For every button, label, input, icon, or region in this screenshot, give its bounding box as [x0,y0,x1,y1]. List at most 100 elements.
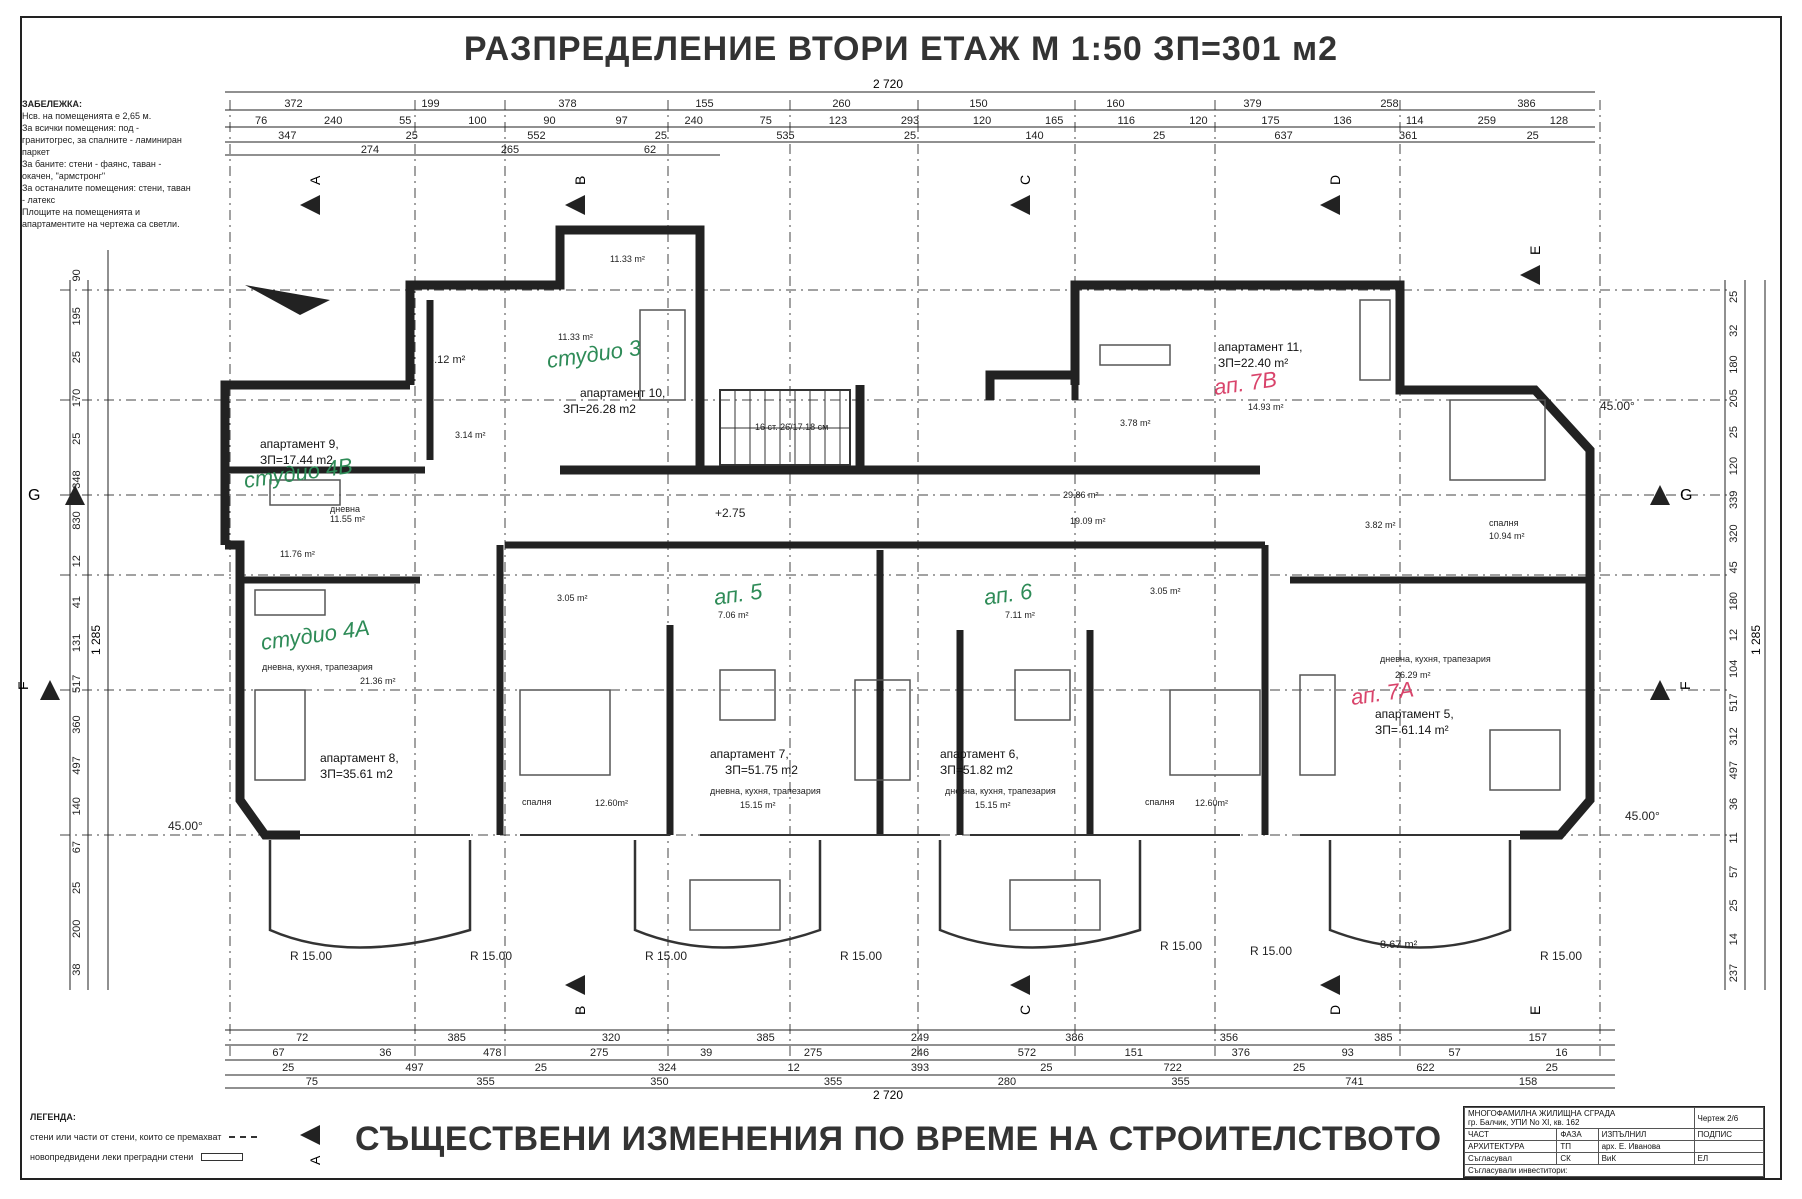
tb-h-sign: ПОДПИС [1693,1128,1765,1141]
dimension-value: 76 [255,115,267,127]
stair-note: 16 ст. 26/17.18 см [755,422,828,432]
dimension-value: 25 [1728,426,1740,438]
dimension-value: 41 [71,596,83,608]
apartment-7-name: апартамент 7, [710,747,789,761]
room-name: спалня [1489,518,1519,528]
apartment-8-name: апартамент 8, [320,751,399,765]
dimension-value: 32 [1728,325,1740,337]
handwritten-tags: студио 3 студио 4В студио 4А ап. 5 ап. 6… [242,335,1415,710]
room-area: 26.29 m² [1395,670,1431,680]
apartment-8-area: ЗП=35.61 m2 [320,767,393,781]
dimension-value: 90 [543,115,555,127]
room-area: 3.05 m² [1150,586,1181,596]
room-name: дневна [330,504,360,514]
dimension-value: 25 [1546,1062,1558,1074]
tb-sign [1693,1140,1765,1153]
dimension-value: 97 [615,115,627,127]
dimension-value: 517 [1728,693,1740,711]
apartment-6-name: апартамент 6, [940,747,1019,761]
dimension-value: 140 [1025,130,1043,142]
angle-and-radius-labels: 45.00° 45.00° 45.00° R 15.00 R 15.00 R 1… [168,399,1660,963]
room-area: 19.09 m² [1070,516,1106,526]
dimension-value: 265 [501,144,519,156]
legend-wall-symbol [201,1153,244,1161]
section-markers [40,195,1670,1145]
apartment-9-name: апартамент 9, [260,437,339,451]
room-name: дневна, кухня, трапезария [262,662,373,672]
overall-dim-top: 2 720 [873,77,903,91]
dimension-value: 157 [1529,1032,1547,1044]
dimension-value: 385 [448,1032,466,1044]
angle-label: 45.00° [168,819,203,833]
overall-dim-right: 1 285 [1749,625,1763,655]
tag-studio-4a: студио 4А [259,615,371,655]
room-labels: 11.33 m² 11.33 m² 3.12 m² 3.14 m² дневна… [262,254,1525,951]
apartment-11-name: апартамент 11, [1218,340,1302,354]
tag-ap-7v: ап. 7В [1212,366,1278,400]
dimension-value: 355 [824,1076,842,1088]
note-line: Площите на помещенията и [22,207,141,217]
apartment-11-area: ЗП=22.40 m² [1218,356,1288,370]
note-line: апартаментите на чертежа са светли. [22,219,180,229]
dimension-value: 116 [1118,115,1136,127]
dimension-value: 14 [1728,933,1740,945]
dimension-value: 535 [776,130,794,142]
dimension-value: 259 [1478,115,1496,127]
dimension-lines [69,91,1766,1089]
tb-sk: СК [1556,1152,1599,1165]
dimension-value: 150 [969,98,987,110]
room-area: 7.06 m² [718,610,749,620]
dimension-value: 275 [804,1047,822,1059]
apartment-5-area: ЗП= 61.14 m² [1375,723,1449,737]
room-name: дневна, кухня, трапезария [1380,654,1491,664]
apartment-9-area: ЗП=17.44 m2 [260,453,333,467]
legend-row: новопредвидени леки преградни стени [30,1152,257,1162]
dimension-value: 67 [272,1047,284,1059]
dimension-value: 100 [468,115,486,127]
dimension-value: 45 [1728,561,1740,573]
tb-investors: Съгласували инвеститори: [1464,1164,1764,1177]
note-line: За всички помещения: под - [22,123,139,133]
interior-walls [225,300,1590,835]
note-heading: ЗАБЕЛЕЖКА: [22,99,83,109]
room-name: спалня [522,797,552,807]
note-line: - латекс [22,195,56,205]
dimension-value: 260 [832,98,850,110]
dimension-value: 155 [695,98,713,110]
dimension-value: 246 [911,1047,929,1059]
dimension-value: 830 [71,511,83,529]
dimension-value: 25 [71,433,83,445]
axis-label-f-right: F [1677,681,1693,690]
axis-label-e-bottom: E [1527,1006,1543,1015]
exterior-walls [220,225,1595,840]
tag-ap-7a: ап. 7А [1349,676,1415,710]
overall-dim-left: 1 285 [89,625,103,655]
room-area: 7.11 m² [1005,610,1035,620]
legend-item-removed-walls: стени или части от стени, които се према… [30,1132,222,1142]
room-area: 11.55 m² [330,514,365,524]
dimension-value: 39 [700,1047,712,1059]
dimension-value: 175 [1261,115,1279,127]
room-area: 14.93 m² [1248,402,1284,412]
dimension-value: 637 [1274,130,1292,142]
dimension-value: 376 [1232,1047,1250,1059]
axis-label-a: A [307,175,323,185]
room-area: 15.15 m² [975,800,1011,810]
dimension-value: 57 [1728,866,1740,878]
tb-h-part: ЧАСТ [1463,1128,1558,1141]
dimension-value: 120 [1189,115,1207,127]
dimension-value: 195 [71,307,83,325]
dimension-value: 379 [1243,98,1261,110]
tag-ap-6: ап. 6 [982,578,1034,610]
axis-label-e: E [1527,246,1543,255]
dimension-value: 240 [685,115,703,127]
tb-sheet: Чертеж 2/6 [1693,1107,1765,1129]
radius-label: R 15.00 [645,949,687,963]
dimension-value: 25 [1040,1062,1052,1074]
room-area: 11.76 m² [280,549,315,559]
tb-agreed: Съгласувал [1463,1152,1558,1165]
tb-phase: ТП [1556,1140,1599,1153]
